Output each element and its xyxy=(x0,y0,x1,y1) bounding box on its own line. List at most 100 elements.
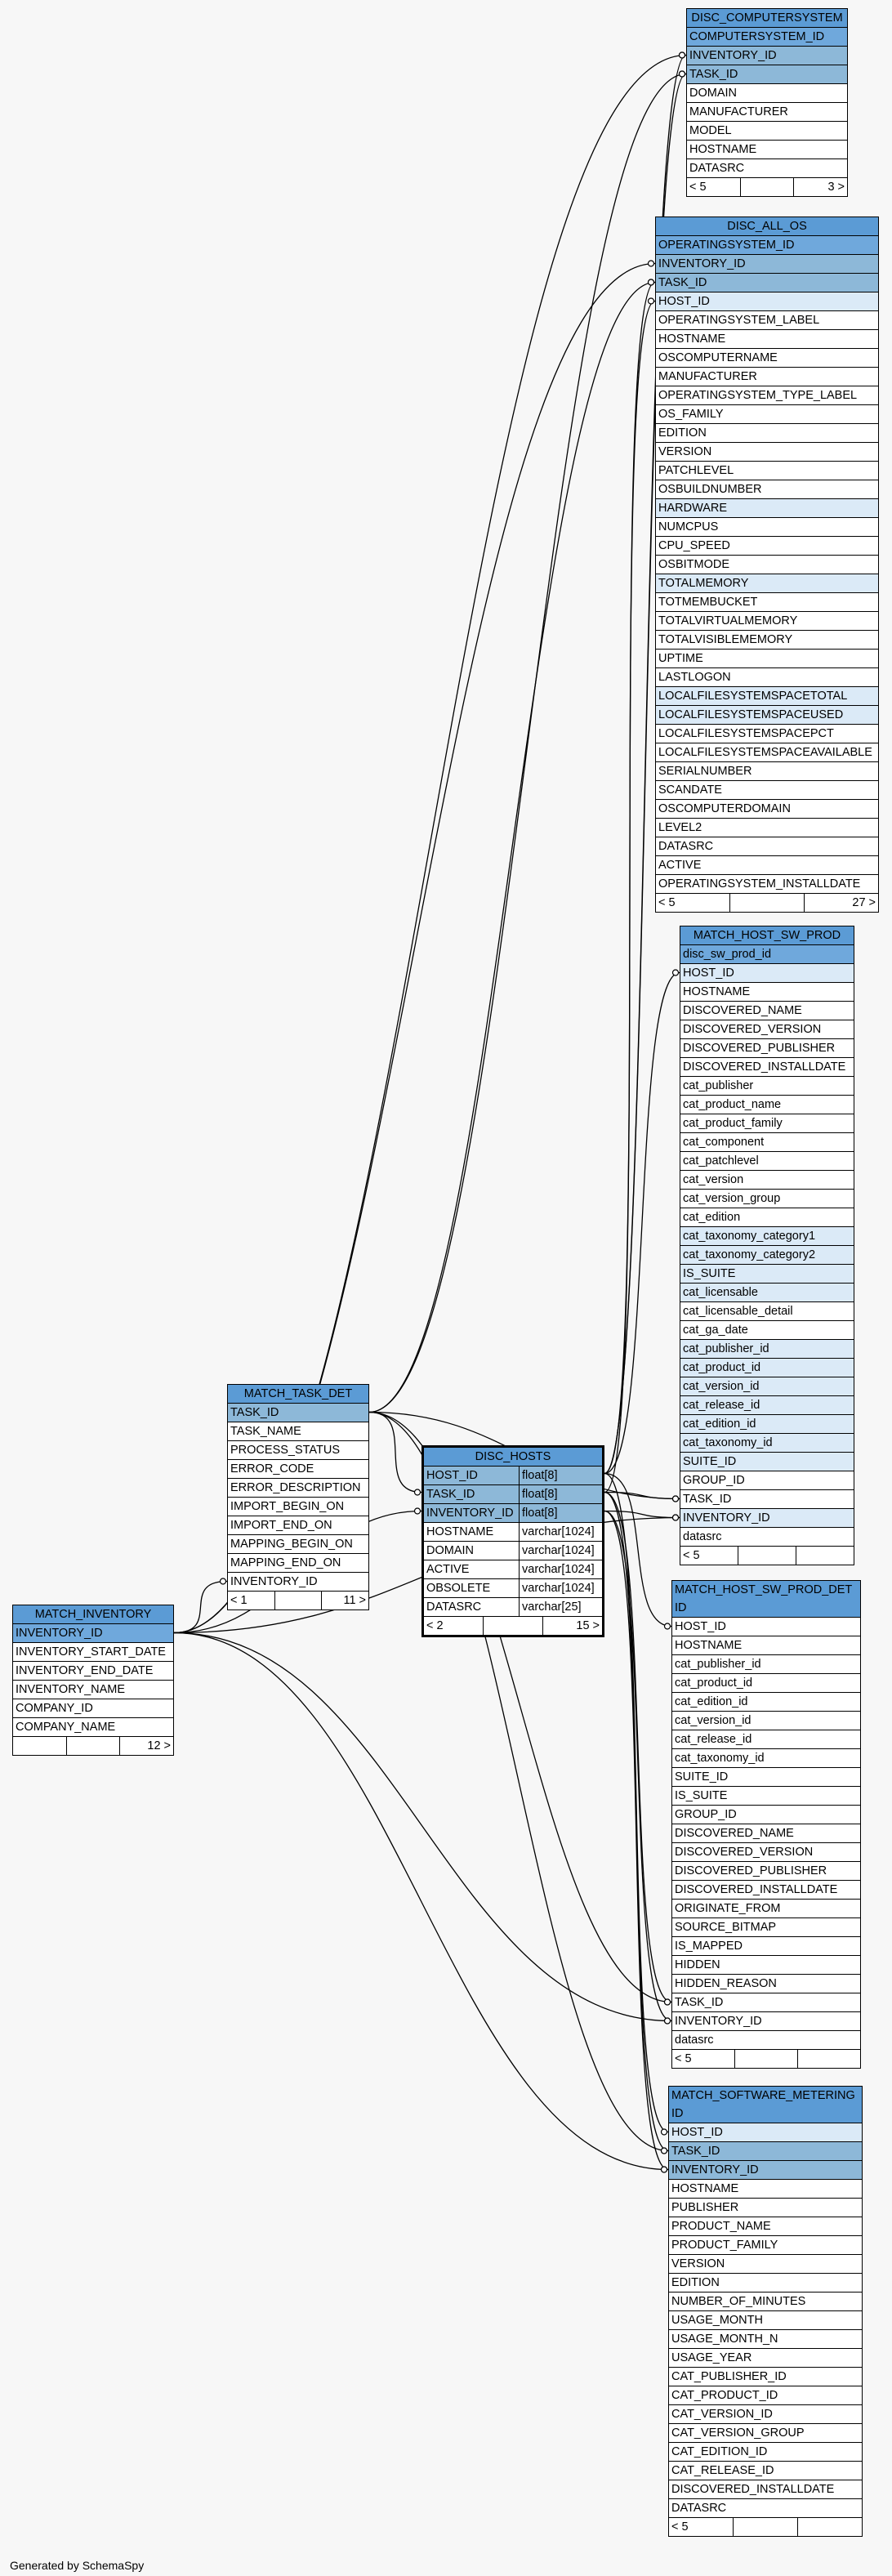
child-count[interactable]: 15 > xyxy=(576,1619,600,1632)
column-row[interactable]: TASK_ID xyxy=(228,1404,368,1422)
column-row[interactable]: TASK_ID xyxy=(656,274,878,292)
column-row[interactable]: IMPORT_END_ON xyxy=(228,1516,368,1535)
table-title[interactable]: DISC_HOSTS xyxy=(424,1448,602,1467)
column-row[interactable]: SUITE_ID xyxy=(672,1768,860,1787)
column-row[interactable]: OSCOMPUTERNAME xyxy=(656,349,878,368)
column-row[interactable]: CPU_SPEED xyxy=(656,537,878,556)
column-row[interactable]: cat_publisher_id xyxy=(680,1340,854,1359)
column-row[interactable]: USAGE_MONTH_N xyxy=(669,2330,862,2349)
column-row[interactable]: cat_taxonomy_id xyxy=(680,1434,854,1453)
row-count[interactable] xyxy=(734,2518,798,2536)
column-row[interactable]: SERIALNUMBER xyxy=(656,762,878,781)
column-row[interactable]: SOURCE_BITMAP xyxy=(672,1918,860,1937)
column-row[interactable]: IS_SUITE xyxy=(672,1787,860,1806)
column-row[interactable]: cat_release_id xyxy=(680,1396,854,1415)
child-count[interactable]: 3 > xyxy=(827,181,845,194)
column-row[interactable]: PROCESS_STATUS xyxy=(228,1441,368,1460)
child-count[interactable]: 11 > xyxy=(343,1594,367,1607)
column-row[interactable]: HOSTNAME xyxy=(656,330,878,349)
column-row[interactable]: datasrc xyxy=(672,2031,860,2050)
column-row[interactable]: GROUP_ID xyxy=(680,1471,854,1490)
column-row[interactable]: HOSTNAME xyxy=(687,141,847,159)
column-row[interactable]: COMPUTERSYSTEM_ID xyxy=(687,28,847,47)
parent-count[interactable]: < 5 xyxy=(672,2050,735,2068)
column-row[interactable]: DOMAIN xyxy=(687,84,847,103)
column-row[interactable]: INVENTORY_ID xyxy=(672,2012,860,2031)
column-row[interactable]: OPERATINGSYSTEM_ID xyxy=(656,236,878,255)
row-count[interactable] xyxy=(484,1617,543,1635)
column-row[interactable]: cat_edition xyxy=(680,1208,854,1227)
column-row[interactable]: cat_version xyxy=(680,1171,854,1190)
column-row[interactable]: COMPANY_ID xyxy=(13,1699,173,1718)
row-count[interactable] xyxy=(275,1592,323,1609)
column-row[interactable]: CAT_PRODUCT_ID xyxy=(669,2386,862,2405)
column-row[interactable]: HARDWARE xyxy=(656,499,878,518)
row-count[interactable] xyxy=(735,2050,798,2068)
column-row[interactable]: INVENTORY_START_DATE xyxy=(13,1643,173,1662)
table-title[interactable]: DISC_ALL_OS xyxy=(656,217,878,236)
parent-count[interactable]: < 2 xyxy=(424,1617,484,1635)
column-row[interactable]: cat_edition_id xyxy=(672,1693,860,1712)
child-count[interactable] xyxy=(798,2050,860,2068)
column-row[interactable]: ORIGINATE_FROM xyxy=(672,1900,860,1918)
column-row[interactable]: OPERATINGSYSTEM_TYPE_LABEL xyxy=(656,386,878,405)
column-row[interactable]: VERSION xyxy=(669,2255,862,2274)
column-row[interactable]: DISCOVERED_VERSION xyxy=(672,1843,860,1862)
row-count[interactable] xyxy=(741,178,795,196)
row-count[interactable] xyxy=(67,1737,121,1755)
column-row[interactable]: cat_version_group xyxy=(680,1190,854,1208)
column-row[interactable]: DISCOVERED_INSTALLDATE xyxy=(672,1881,860,1900)
column-row[interactable]: cat_release_id xyxy=(672,1730,860,1749)
column-row[interactable]: TASK_ID xyxy=(687,65,847,84)
column-row[interactable]: HOSTNAME xyxy=(669,2180,862,2199)
column-row[interactable]: NUMCPUS xyxy=(656,518,878,537)
column-row[interactable]: cat_edition_id xyxy=(680,1415,854,1434)
column-row[interactable]: USAGE_YEAR xyxy=(669,2349,862,2368)
column-row[interactable]: USAGE_MONTH xyxy=(669,2311,862,2330)
column-row[interactable]: cat_product_family xyxy=(680,1114,854,1133)
column-row[interactable]: TOTALVIRTUALMEMORY xyxy=(656,612,878,631)
column-row[interactable]: INVENTORY_END_DATE xyxy=(13,1662,173,1681)
column-row[interactable]: MAPPING_END_ON xyxy=(228,1554,368,1573)
column-row[interactable]: LOCALFILESYSTEMSPACEUSED xyxy=(656,706,878,725)
column-row[interactable]: cat_taxonomy_category1 xyxy=(680,1227,854,1246)
column-row[interactable]: INVENTORY_ID xyxy=(669,2161,862,2180)
column-row[interactable]: CAT_EDITION_ID xyxy=(669,2443,862,2462)
child-count[interactable]: 27 > xyxy=(852,896,876,909)
column-row[interactable]: DATASRC xyxy=(656,837,878,856)
column-row[interactable]: MODEL xyxy=(687,122,847,141)
column-row[interactable]: DISCOVERED_INSTALLDATE xyxy=(669,2480,862,2499)
column-row[interactable]: DISCOVERED_PUBLISHER xyxy=(680,1039,854,1058)
column-row[interactable]: datasrc xyxy=(680,1528,854,1547)
parent-count[interactable]: < 5 xyxy=(680,1547,738,1565)
column-row[interactable]: HOSTNAME xyxy=(680,983,854,1002)
column-row[interactable]: CAT_VERSION_GROUP xyxy=(669,2424,862,2443)
column-row[interactable]: LOCALFILESYSTEMSPACEAVAILABLE xyxy=(656,743,878,762)
column-row[interactable]: OSBUILDNUMBER xyxy=(656,480,878,499)
column-row[interactable]: TOTMEMBUCKET xyxy=(656,593,878,612)
column-row[interactable]: ACTIVE xyxy=(656,856,878,875)
column-row[interactable]: cat_product_name xyxy=(680,1096,854,1114)
column-row[interactable]: OSBITMODE xyxy=(656,556,878,574)
column-row[interactable]: COMPANY_NAME xyxy=(13,1718,173,1737)
column-row[interactable]: cat_licensable_detail xyxy=(680,1302,854,1321)
column-row[interactable]: VERSION xyxy=(656,443,878,462)
column-row[interactable]: cat_version_id xyxy=(672,1712,860,1730)
column-row[interactable]: MANUFACTURER xyxy=(687,103,847,122)
column-row[interactable]: EDITION xyxy=(656,424,878,443)
column-row[interactable]: DISCOVERED_VERSION xyxy=(680,1020,854,1039)
child-count[interactable]: 12 > xyxy=(147,1739,172,1752)
column-row[interactable]: HOST_ID xyxy=(669,2123,862,2142)
column-row[interactable]: DISCOVERED_NAME xyxy=(672,1824,860,1843)
child-count[interactable] xyxy=(798,2518,862,2536)
column-row[interactable]: LOCALFILESYSTEMSPACEPCT xyxy=(656,725,878,743)
column-row[interactable]: cat_product_id xyxy=(672,1674,860,1693)
column-row[interactable]: INVENTORY_ID xyxy=(687,47,847,65)
